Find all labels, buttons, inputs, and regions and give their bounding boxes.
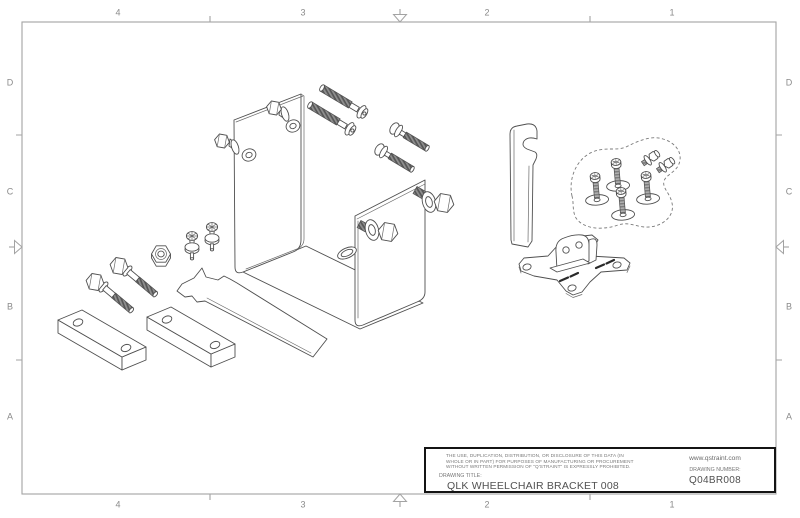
- center-arrow-top: [392, 9, 408, 23]
- spacer-bar: [57, 309, 147, 371]
- countersunk-hole: [285, 119, 301, 133]
- floor-mount-base: [518, 234, 631, 298]
- zone-col-label-bottom-1: 1: [669, 499, 675, 510]
- disclaimer-line-2: WHOLE OR IN PART) FOR PURPOSES OF MANUFA…: [446, 458, 634, 464]
- installed-bolt-washer: [412, 186, 455, 213]
- mount-bolt-washer: [633, 170, 661, 206]
- zone-col-label-top-1: 1: [669, 7, 675, 18]
- clevis-bracket: [549, 234, 598, 273]
- center-arrow-left: [9, 239, 23, 255]
- zone-row-label-right-b: B: [785, 301, 793, 312]
- zone-row-label-right-d: D: [785, 77, 793, 88]
- bracket-left-wall: [233, 93, 302, 274]
- disclaimer-line-1: THE USE, DUPLICATION, DISTRIBUTION, OR D…: [446, 453, 624, 458]
- center-arrow-right: [775, 239, 789, 255]
- channel-bracket: [214, 93, 455, 330]
- zone-col-label-bottom-4: 4: [115, 499, 121, 510]
- sheet-frame: [9, 9, 789, 507]
- hook-plate: [509, 123, 538, 248]
- drawing-number: Q04BR008: [689, 474, 741, 486]
- carriage-bolt: [389, 122, 430, 152]
- title-block: THE USE, DUPLICATION, DISTRIBUTION, OR D…: [424, 447, 776, 493]
- installed-hex-bolt: [214, 133, 240, 155]
- mount-bolt-washer: [603, 157, 631, 193]
- zone-col-label-top-3: 3: [300, 7, 306, 18]
- zone-row-label-left-a: A: [6, 411, 14, 422]
- zone-col-label-top-4: 4: [115, 7, 121, 18]
- flange-nut: [640, 149, 661, 167]
- hex-bolt: [109, 257, 159, 298]
- zone-divider-ticks: [16, 16, 782, 500]
- drawing-number-label: DRAWING NUMBER:: [689, 467, 741, 473]
- bracket-right-wall: [354, 179, 426, 327]
- title-block-left: THE USE, DUPLICATION, DISTRIBUTION, OR D…: [426, 449, 656, 492]
- website-text: www.qstraint.com: [689, 455, 741, 462]
- kit-boundary-dashed: [570, 137, 681, 229]
- floor-slot-hole: [337, 246, 357, 260]
- zone-col-label-top-2: 2: [484, 7, 490, 18]
- drawing-title: QLK WHEELCHAIR BRACKET 008: [447, 479, 619, 492]
- title-block-right: www.qstraint.com DRAWING NUMBER: Q04BR00…: [656, 449, 774, 491]
- spacer-bar: [146, 306, 236, 368]
- hardware-kit-group: [570, 137, 681, 229]
- zone-row-label-left-c: C: [6, 186, 14, 197]
- flat-head-screw: [319, 84, 369, 119]
- notched-mounting-plate: [176, 267, 328, 358]
- zone-col-label-bottom-3: 3: [300, 499, 306, 510]
- mount-bolt-washer: [582, 171, 610, 207]
- flange-nut: [655, 156, 676, 174]
- hex-bolt: [85, 273, 135, 314]
- hex-nut: [151, 245, 171, 267]
- center-arrow-bottom: [392, 493, 408, 507]
- zone-row-label-right-a: A: [785, 411, 793, 422]
- flat-head-screw: [307, 101, 357, 136]
- mount-bolt-washer: [608, 186, 636, 222]
- drawing-title-label: DRAWING TITLE:: [439, 472, 482, 479]
- carriage-bolt: [374, 143, 415, 173]
- slot-marks: [558, 258, 616, 283]
- zone-row-label-left-d: D: [6, 77, 14, 88]
- installed-bolt-washer: [356, 219, 399, 242]
- countersunk-hole: [241, 148, 257, 162]
- zone-row-label-left-b: B: [6, 301, 14, 312]
- border-frame: [21, 21, 777, 495]
- zone-row-label-right-c: C: [785, 186, 793, 197]
- installed-hex-bolt: [266, 100, 290, 122]
- serrated-flange-screw: [204, 222, 220, 252]
- disclaimer-text: THE USE, DUPLICATION, DISTRIBUTION, OR D…: [439, 453, 656, 470]
- serrated-flange-screw: [184, 231, 200, 261]
- zone-col-label-bottom-2: 2: [484, 499, 490, 510]
- disclaimer-line-3: WITHOUT WRITTEN PERMISSION OF "Q'STRAINT…: [446, 464, 631, 470]
